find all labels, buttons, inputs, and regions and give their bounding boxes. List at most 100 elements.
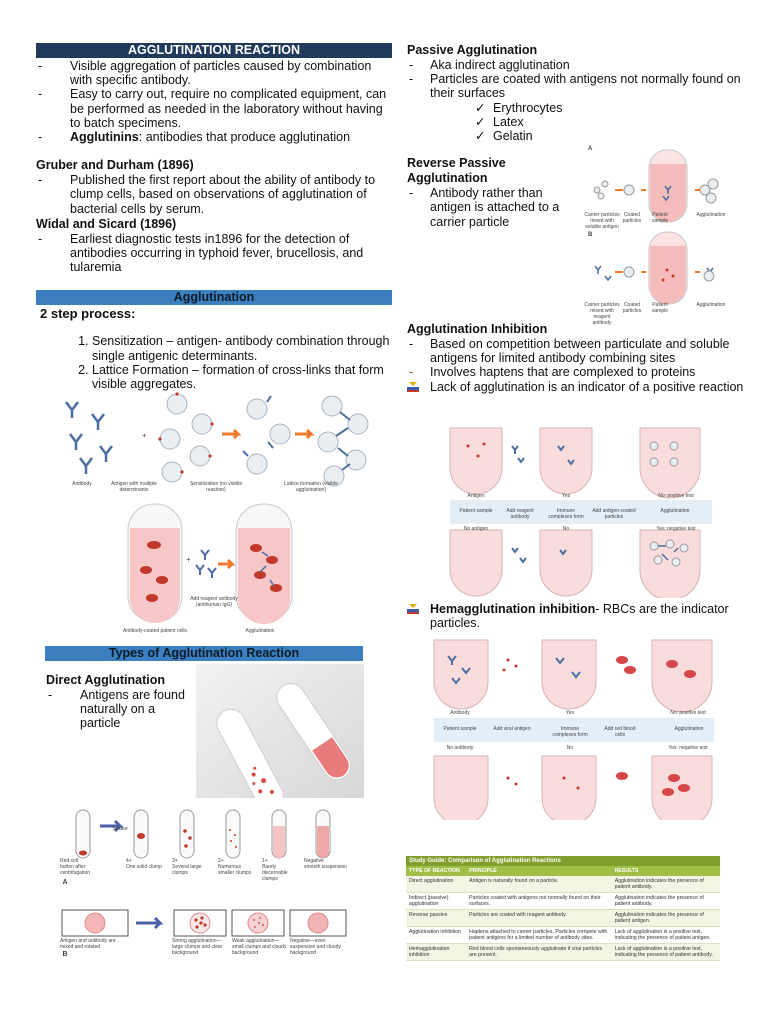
- tube-caption: Add reagent antibody (antihuman IgG): [190, 596, 238, 608]
- steps-list: Sensitization – antigen- antibody combin…: [36, 334, 392, 391]
- table-header: PRINCIPLE: [466, 866, 612, 876]
- hemag-term: Hemagglutination inhibition: [430, 602, 596, 616]
- inhibition-figure: [449, 427, 712, 598]
- gruber-heading: Gruber and Durham (1896): [36, 158, 194, 173]
- grade-top: 3+: [172, 858, 178, 864]
- step-item: Lattice Formation – formation of cross-l…: [92, 363, 392, 391]
- grade-top: 1+: [262, 858, 268, 864]
- lattice-caption: Sensitization (no visible reaction): [189, 481, 243, 493]
- reverse-list: Antibody rather than antigen is attached…: [407, 186, 567, 229]
- grade-top: 4+: [126, 858, 132, 864]
- lattice-caption: Antigen with multiple determinants: [111, 481, 157, 493]
- inhibition-section: Agglutination Inhibition Based on compet…: [407, 322, 747, 394]
- fig-label-a: A: [588, 146, 593, 152]
- hemag-figure: [433, 639, 714, 820]
- tube-figure: +: [127, 503, 293, 624]
- figure-label-a: A: [62, 879, 68, 886]
- grade-top: Negative: [304, 858, 324, 864]
- slide-caption: Weak agglutination—small clumps and clou…: [232, 938, 287, 956]
- types-bar: Types of Agglutination Reaction: [45, 646, 363, 661]
- check-icon: ✓: [475, 100, 486, 115]
- lattice-caption: Antibody: [72, 481, 92, 487]
- intro-list: Visible aggregation of particles caused …: [36, 59, 392, 144]
- reverse-heading: Reverse Passive Agglutination: [407, 156, 506, 186]
- table-header: RESULTS: [611, 866, 720, 876]
- intro-item: Visible aggregation of particles caused …: [36, 59, 392, 87]
- slide-figure: [61, 909, 347, 937]
- passive-list: Aka indirect agglutination Particles are…: [407, 58, 747, 101]
- slide-caption: Antigen and antibody are mixed and rotat…: [60, 938, 116, 950]
- reverse-figure: [593, 149, 719, 305]
- left-column: AGGLUTINATION REACTION Visible aggregati…: [36, 0, 392, 391]
- passive-heading: Passive Agglutination: [407, 43, 538, 57]
- figure-label-b: B: [62, 951, 68, 958]
- direct-text: Antigens are found naturally on a partic…: [46, 688, 186, 731]
- svg-text:+: +: [142, 431, 147, 440]
- check-item: ✓Erythrocytes: [475, 100, 563, 115]
- intro-item: Easy to carry out, require no complicate…: [36, 87, 392, 130]
- widal-heading: Widal and Sicard (1896): [36, 216, 177, 231]
- right-column: Passive Agglutination Aka indirect agglu…: [407, 0, 747, 229]
- widal-list: Earliest diagnostic tests in1896 for the…: [36, 232, 392, 275]
- agglutination-bar: Agglutination: [36, 290, 392, 306]
- two-step-heading: 2 step process:: [40, 306, 136, 322]
- guide-table: TYPE OF REACTION PRINCIPLE RESULTS Direc…: [406, 866, 720, 961]
- flag-bullet-icon: [407, 381, 419, 392]
- svg-text:+: +: [186, 555, 191, 564]
- sensitized-cells: [246, 398, 291, 475]
- guide-title: Study Guide: Comparison of Agglutination…: [406, 856, 720, 866]
- grade-desc: Numerous smaller clumps: [218, 864, 252, 876]
- gruber-text: Published the first report about the abi…: [36, 173, 392, 216]
- tube-caption: Antibody-coated patient cells: [123, 628, 187, 634]
- inhibition-list: Based on competition between particulate…: [407, 337, 747, 394]
- antibody-cluster: [65, 401, 113, 474]
- title-bar: AGGLUTINATION REACTION: [36, 43, 392, 58]
- direct-list: Antigens are found naturally on a partic…: [46, 688, 186, 731]
- grade-top: 2+: [218, 858, 224, 864]
- step-item: Sensitization – antigen- antibody combin…: [92, 334, 392, 362]
- inhibition-heading: Agglutination Inhibition: [407, 322, 548, 336]
- fig-label-b: B: [588, 232, 593, 238]
- table-header: TYPE OF REACTION: [406, 866, 467, 876]
- gruber-list: Published the first report about the abi…: [36, 173, 392, 216]
- antigen-cells: [159, 393, 213, 483]
- lattice-caption: Lattice formation (visible agglutination…: [284, 481, 338, 493]
- flag-bullet-icon: [407, 604, 419, 614]
- check-item: ✓Gelatin: [475, 129, 533, 144]
- shake-label: Shake: [112, 826, 128, 832]
- grade-desc: button after centrifugation: [60, 864, 91, 876]
- grade-desc: One solid clump: [126, 864, 162, 870]
- grade-desc: smooth suspension: [304, 864, 348, 870]
- agglutinins-item: Agglutinins: antibodies that produce agg…: [36, 130, 392, 144]
- table-header-row: TYPE OF REACTION PRINCIPLE RESULTS: [406, 866, 720, 876]
- lattice-cells: [317, 395, 369, 487]
- check-icon: ✓: [475, 114, 486, 129]
- inhibition-item: Based on competition between particulate…: [407, 337, 747, 365]
- check-item: ✓Latex: [475, 114, 524, 129]
- slide-caption: Strong agglutination—large clumps and cl…: [172, 938, 223, 956]
- grading-tubes: [75, 809, 331, 859]
- hemag-item: Hemagglutination inhibition- RBCs are th…: [407, 602, 747, 630]
- inhibition-item: Involves haptens that are complexed to p…: [407, 365, 747, 379]
- reverse-text: Antibody rather than antigen is attached…: [407, 186, 567, 229]
- slide-caption: Negative—even suspension and cloudy back…: [290, 938, 341, 956]
- check-icon: ✓: [475, 129, 486, 144]
- inhibition-flag-item: Lack of agglutination is an indicator of…: [407, 380, 747, 394]
- grade-top: Red cell: [60, 858, 79, 864]
- agglutinins-term: Agglutinins: [70, 130, 139, 145]
- tube-caption: Agglutination: [245, 628, 275, 634]
- study-guide: Study Guide: Comparison of Agglutination…: [406, 856, 720, 961]
- agglutinins-def: : antibodies that produce agglutination: [138, 130, 351, 145]
- passive-item: Aka indirect agglutination: [407, 58, 747, 72]
- widal-text: Earliest diagnostic tests in1896 for the…: [36, 232, 392, 275]
- direct-heading: Direct Agglutination: [46, 673, 165, 687]
- hemag-text: - RBCs are the indicator particles.: [430, 602, 729, 631]
- grade-desc: Barely discernable clumps: [262, 864, 288, 882]
- hemag-section: Hemagglutination inhibition- RBCs are th…: [407, 602, 747, 630]
- lattice-figure: +: [65, 392, 369, 487]
